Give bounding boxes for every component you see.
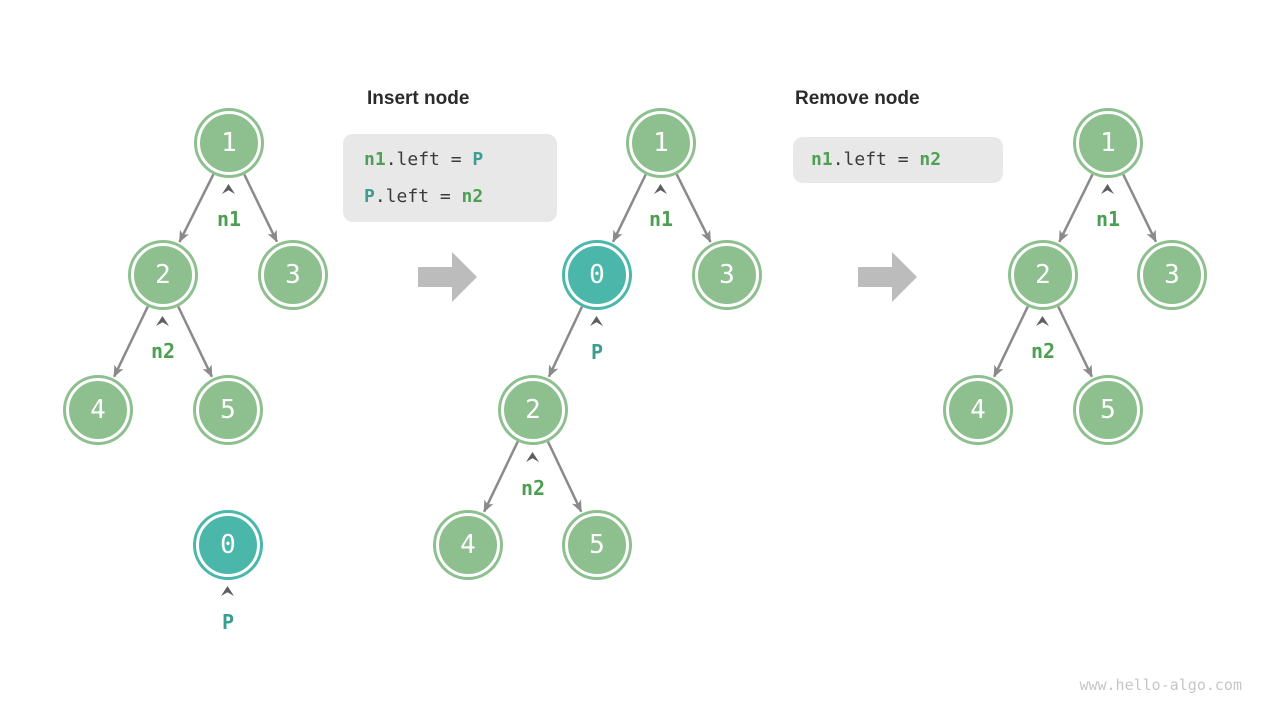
edge-mid-1-to-3	[675, 173, 712, 243]
code-line: P.left = n2	[343, 178, 557, 215]
tree-node: 3	[1140, 243, 1204, 307]
edge-right-2-to-5	[1057, 305, 1094, 378]
pointer-label: n2	[1030, 339, 1056, 363]
tree-node: 5	[1076, 378, 1140, 442]
tree-node: 1	[197, 111, 261, 175]
up-caret-icon	[222, 184, 235, 194]
tree-node: 5	[565, 513, 629, 577]
transform-arrow-icon	[418, 252, 477, 302]
pointer-label: P	[590, 340, 604, 364]
edge-mid-1-to-0	[611, 173, 647, 243]
pointer-label: P	[221, 610, 235, 634]
edge-mid-2-to-4	[482, 440, 519, 513]
code-token: P	[364, 186, 375, 207]
up-caret-icon	[1036, 316, 1049, 326]
up-caret-icon	[1101, 184, 1114, 194]
tree-node: 2	[1011, 243, 1075, 307]
edge-right-1-to-3	[1122, 173, 1158, 243]
code-line: n1.left = n2	[793, 137, 1003, 183]
insert-code-block: n1.left = P P.left = n2	[343, 134, 557, 222]
pointer-label: n2	[150, 339, 176, 363]
tree-node-detached: 0	[196, 513, 260, 577]
code-token: P	[472, 149, 484, 170]
remove-code-block: n1.left = n2	[793, 137, 1003, 183]
tree-node: 2	[131, 243, 195, 307]
up-caret-icon	[654, 184, 667, 194]
up-caret-icon	[156, 316, 169, 326]
transform-arrow-icon	[858, 252, 917, 302]
edge-left-1-to-3	[243, 173, 279, 243]
up-caret-icon	[526, 452, 539, 462]
tree-node: 1	[629, 111, 693, 175]
tree-node: 1	[1076, 111, 1140, 175]
tree-node: 0	[565, 243, 629, 307]
remove-node-heading: Remove node	[795, 88, 920, 109]
pointer-label: n1	[648, 207, 674, 231]
pointer-label: n1	[1095, 207, 1121, 231]
code-token: n1	[811, 149, 833, 170]
code-line: n1.left = P	[343, 141, 557, 178]
edge-left-2-to-5	[177, 305, 214, 378]
tree-node: 4	[66, 378, 130, 442]
edge-right-1-to-2	[1058, 173, 1094, 243]
tree-node: 3	[695, 243, 759, 307]
edge-left-1-to-2	[178, 173, 215, 243]
code-token: n2	[461, 186, 484, 207]
pointer-label: n2	[520, 476, 546, 500]
tree-node: 2	[501, 378, 565, 442]
code-token: .left =	[374, 186, 462, 207]
up-caret-icon	[221, 586, 234, 596]
site-watermark: www.hello-algo.com	[1079, 676, 1242, 694]
edge-right-2-to-4	[992, 305, 1029, 378]
code-token: .left =	[385, 149, 473, 170]
edge-mid-0-to-2	[547, 306, 584, 378]
edge-left-2-to-4	[112, 305, 149, 378]
tree-node: 5	[196, 378, 260, 442]
up-caret-icon	[590, 316, 603, 326]
tree-node: 4	[436, 513, 500, 577]
code-token: n1	[364, 149, 386, 170]
insert-node-heading: Insert node	[367, 88, 470, 109]
tree-node: 4	[946, 378, 1010, 442]
tree-node: 3	[261, 243, 325, 307]
code-token: .left =	[832, 149, 920, 170]
pointer-label: n1	[216, 207, 242, 231]
edge-mid-2-to-5	[546, 441, 583, 513]
code-token: n2	[919, 149, 942, 170]
